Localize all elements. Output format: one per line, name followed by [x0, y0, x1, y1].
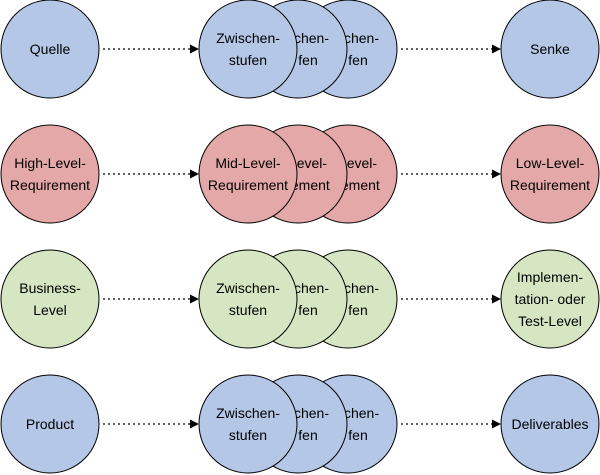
- diagram-row: Quelle schen-fen schen-fen Zwischen-stufen S…: [0, 0, 600, 99]
- source-node-text-line: Requirement: [10, 177, 90, 193]
- intermediate-node-back-text-line: fen: [348, 52, 367, 68]
- intermediate-node-text-line: Zwischen-: [216, 405, 280, 421]
- target-node-text-line: Requirement: [510, 177, 590, 193]
- intermediate-node-back-text-line: schen-: [337, 280, 379, 296]
- source-node: [0, 0, 100, 99]
- intermediate-node: [198, 374, 298, 474]
- source-node-text-line: High-Level-: [14, 155, 86, 171]
- intermediate-node-back-text-line: schen-: [337, 30, 379, 46]
- intermediate-node-back-text-line: rement: [286, 177, 330, 193]
- target-node-text-line: Implemen-: [517, 269, 583, 285]
- intermediate-node-text-line: Zwischen-: [216, 30, 280, 46]
- target-node: [500, 249, 600, 349]
- source-node: [0, 124, 100, 224]
- diagram-row: High-Level-RequirementLevel-rementLevel-…: [0, 124, 600, 224]
- diagram-row: Product schen-fen schen-fen Zwischen-stufen…: [0, 374, 600, 474]
- intermediate-node-back-text-line: fen: [348, 427, 367, 443]
- source-node-text-line: Product: [26, 416, 74, 432]
- intermediate-node: [198, 0, 298, 99]
- intermediate-node-back-text-line: rement: [336, 177, 380, 193]
- intermediate-node-text-line: Zwischen-: [216, 280, 280, 296]
- intermediate-node-back-text-line: fen: [348, 302, 367, 318]
- intermediate-node-back-text-line: schen-: [337, 405, 379, 421]
- intermediate-node-back-text-line: schen-: [287, 30, 329, 46]
- target-node-text-line: Deliverables: [511, 416, 588, 432]
- diagram-row: Business- Level schen-fen schen-fen Zwischen…: [0, 249, 600, 349]
- target-node-text-line: Test-Level: [518, 313, 582, 329]
- intermediate-node-text-line: stufen: [229, 52, 267, 68]
- intermediate-node-back-text-line: schen-: [287, 405, 329, 421]
- target-node-text-line: Low-Level-: [516, 155, 585, 171]
- intermediate-node-back-text-line: schen-: [287, 280, 329, 296]
- intermediate-node-back-text-line: fen: [298, 427, 317, 443]
- target-node-text-line: tation- oder: [515, 291, 586, 307]
- intermediate-node: [198, 124, 298, 224]
- intermediate-node-text-line: stufen: [229, 302, 267, 318]
- intermediate-node: [198, 249, 298, 349]
- intermediate-node-back-text-line: fen: [298, 52, 317, 68]
- intermediate-node-back-text-line: Level-: [289, 155, 327, 171]
- source-node-text-line: Quelle: [30, 41, 71, 57]
- source-node-text-line: Business-: [19, 280, 81, 296]
- intermediate-node-text-line: Requirement: [208, 177, 288, 193]
- intermediate-node-back-text-line: fen: [298, 302, 317, 318]
- intermediate-node-back-text-line: Level-: [339, 155, 377, 171]
- source-node: [0, 249, 100, 349]
- target-node-text-line: Senke: [530, 41, 570, 57]
- intermediate-node-text-line: Mid-Level-: [215, 155, 281, 171]
- target-node: [500, 124, 600, 224]
- target-node: [500, 0, 600, 99]
- intermediate-node-text-line: stufen: [229, 427, 267, 443]
- target-node: [500, 374, 600, 474]
- source-node-text-line: Level: [33, 302, 66, 318]
- source-node: [0, 374, 100, 474]
